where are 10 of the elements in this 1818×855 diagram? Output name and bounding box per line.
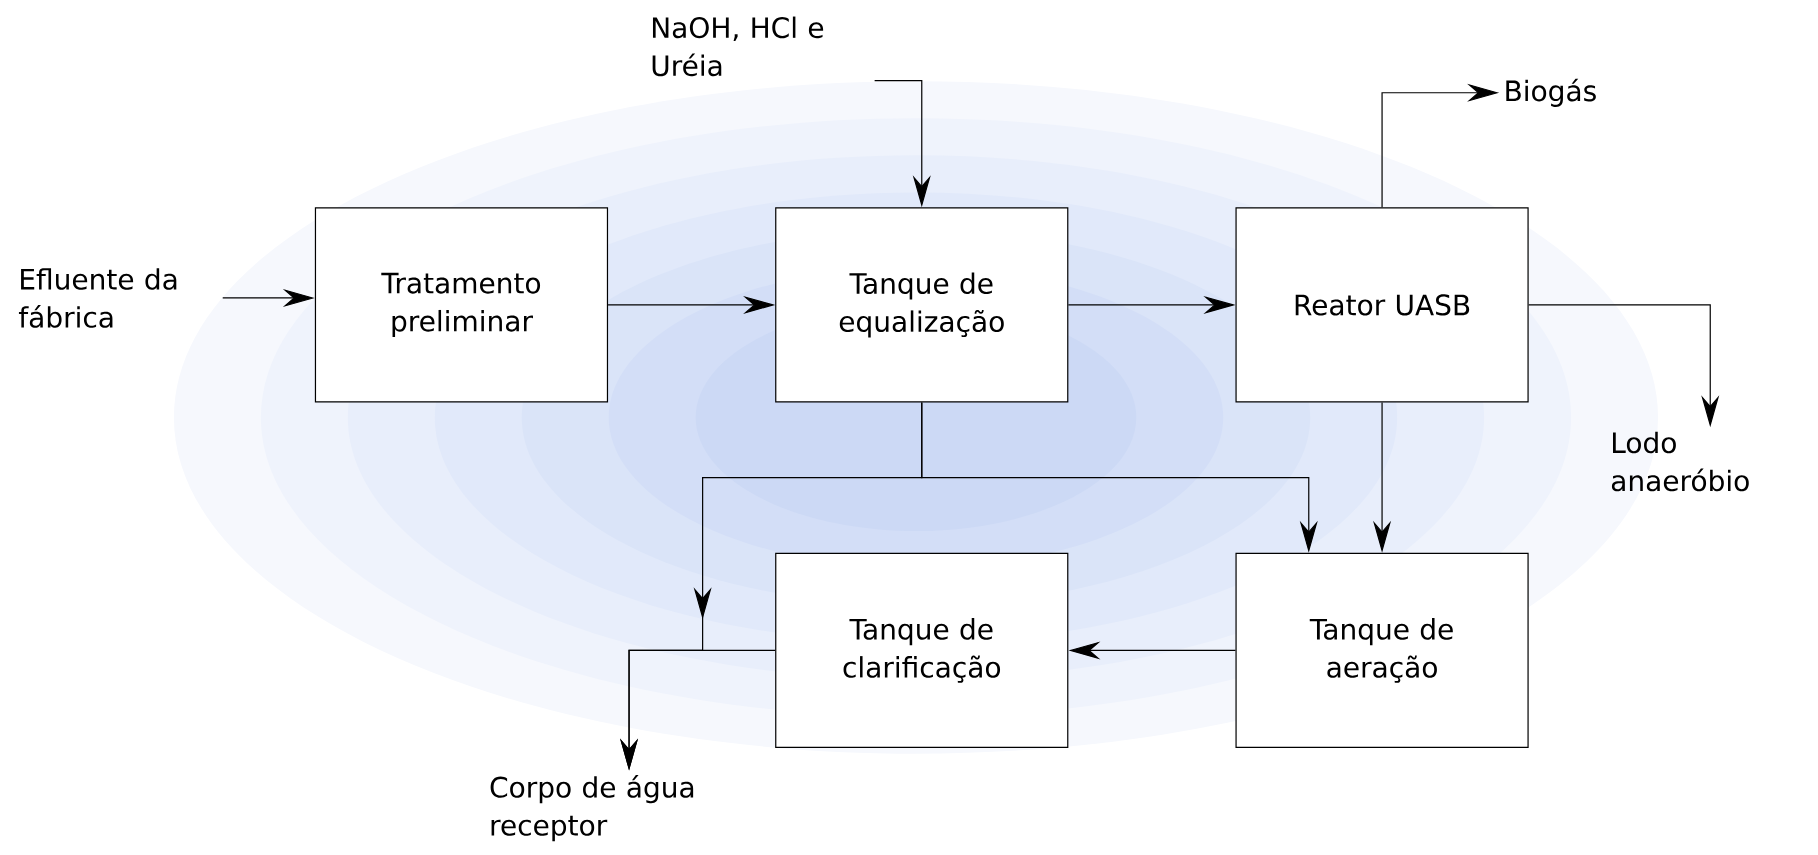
process-box: Tanque de equalização (775, 207, 1069, 403)
flow-label: Biogás (1506, 78, 1596, 108)
process-box: Reator UASB (1235, 207, 1529, 403)
process-box: Tanque de aeração (1235, 553, 1529, 749)
process-box: Tanque de clarificação (775, 553, 1069, 749)
flow-label: Efluente da fábrica (18, 268, 177, 329)
process-box: Tratamento preliminar (314, 207, 609, 403)
flow-label: NaOH, HCl e Uréia (652, 16, 824, 77)
flow-label: Corpo de água receptor (490, 775, 694, 842)
flow-label: Lodo anaeróbio (1611, 431, 1749, 492)
